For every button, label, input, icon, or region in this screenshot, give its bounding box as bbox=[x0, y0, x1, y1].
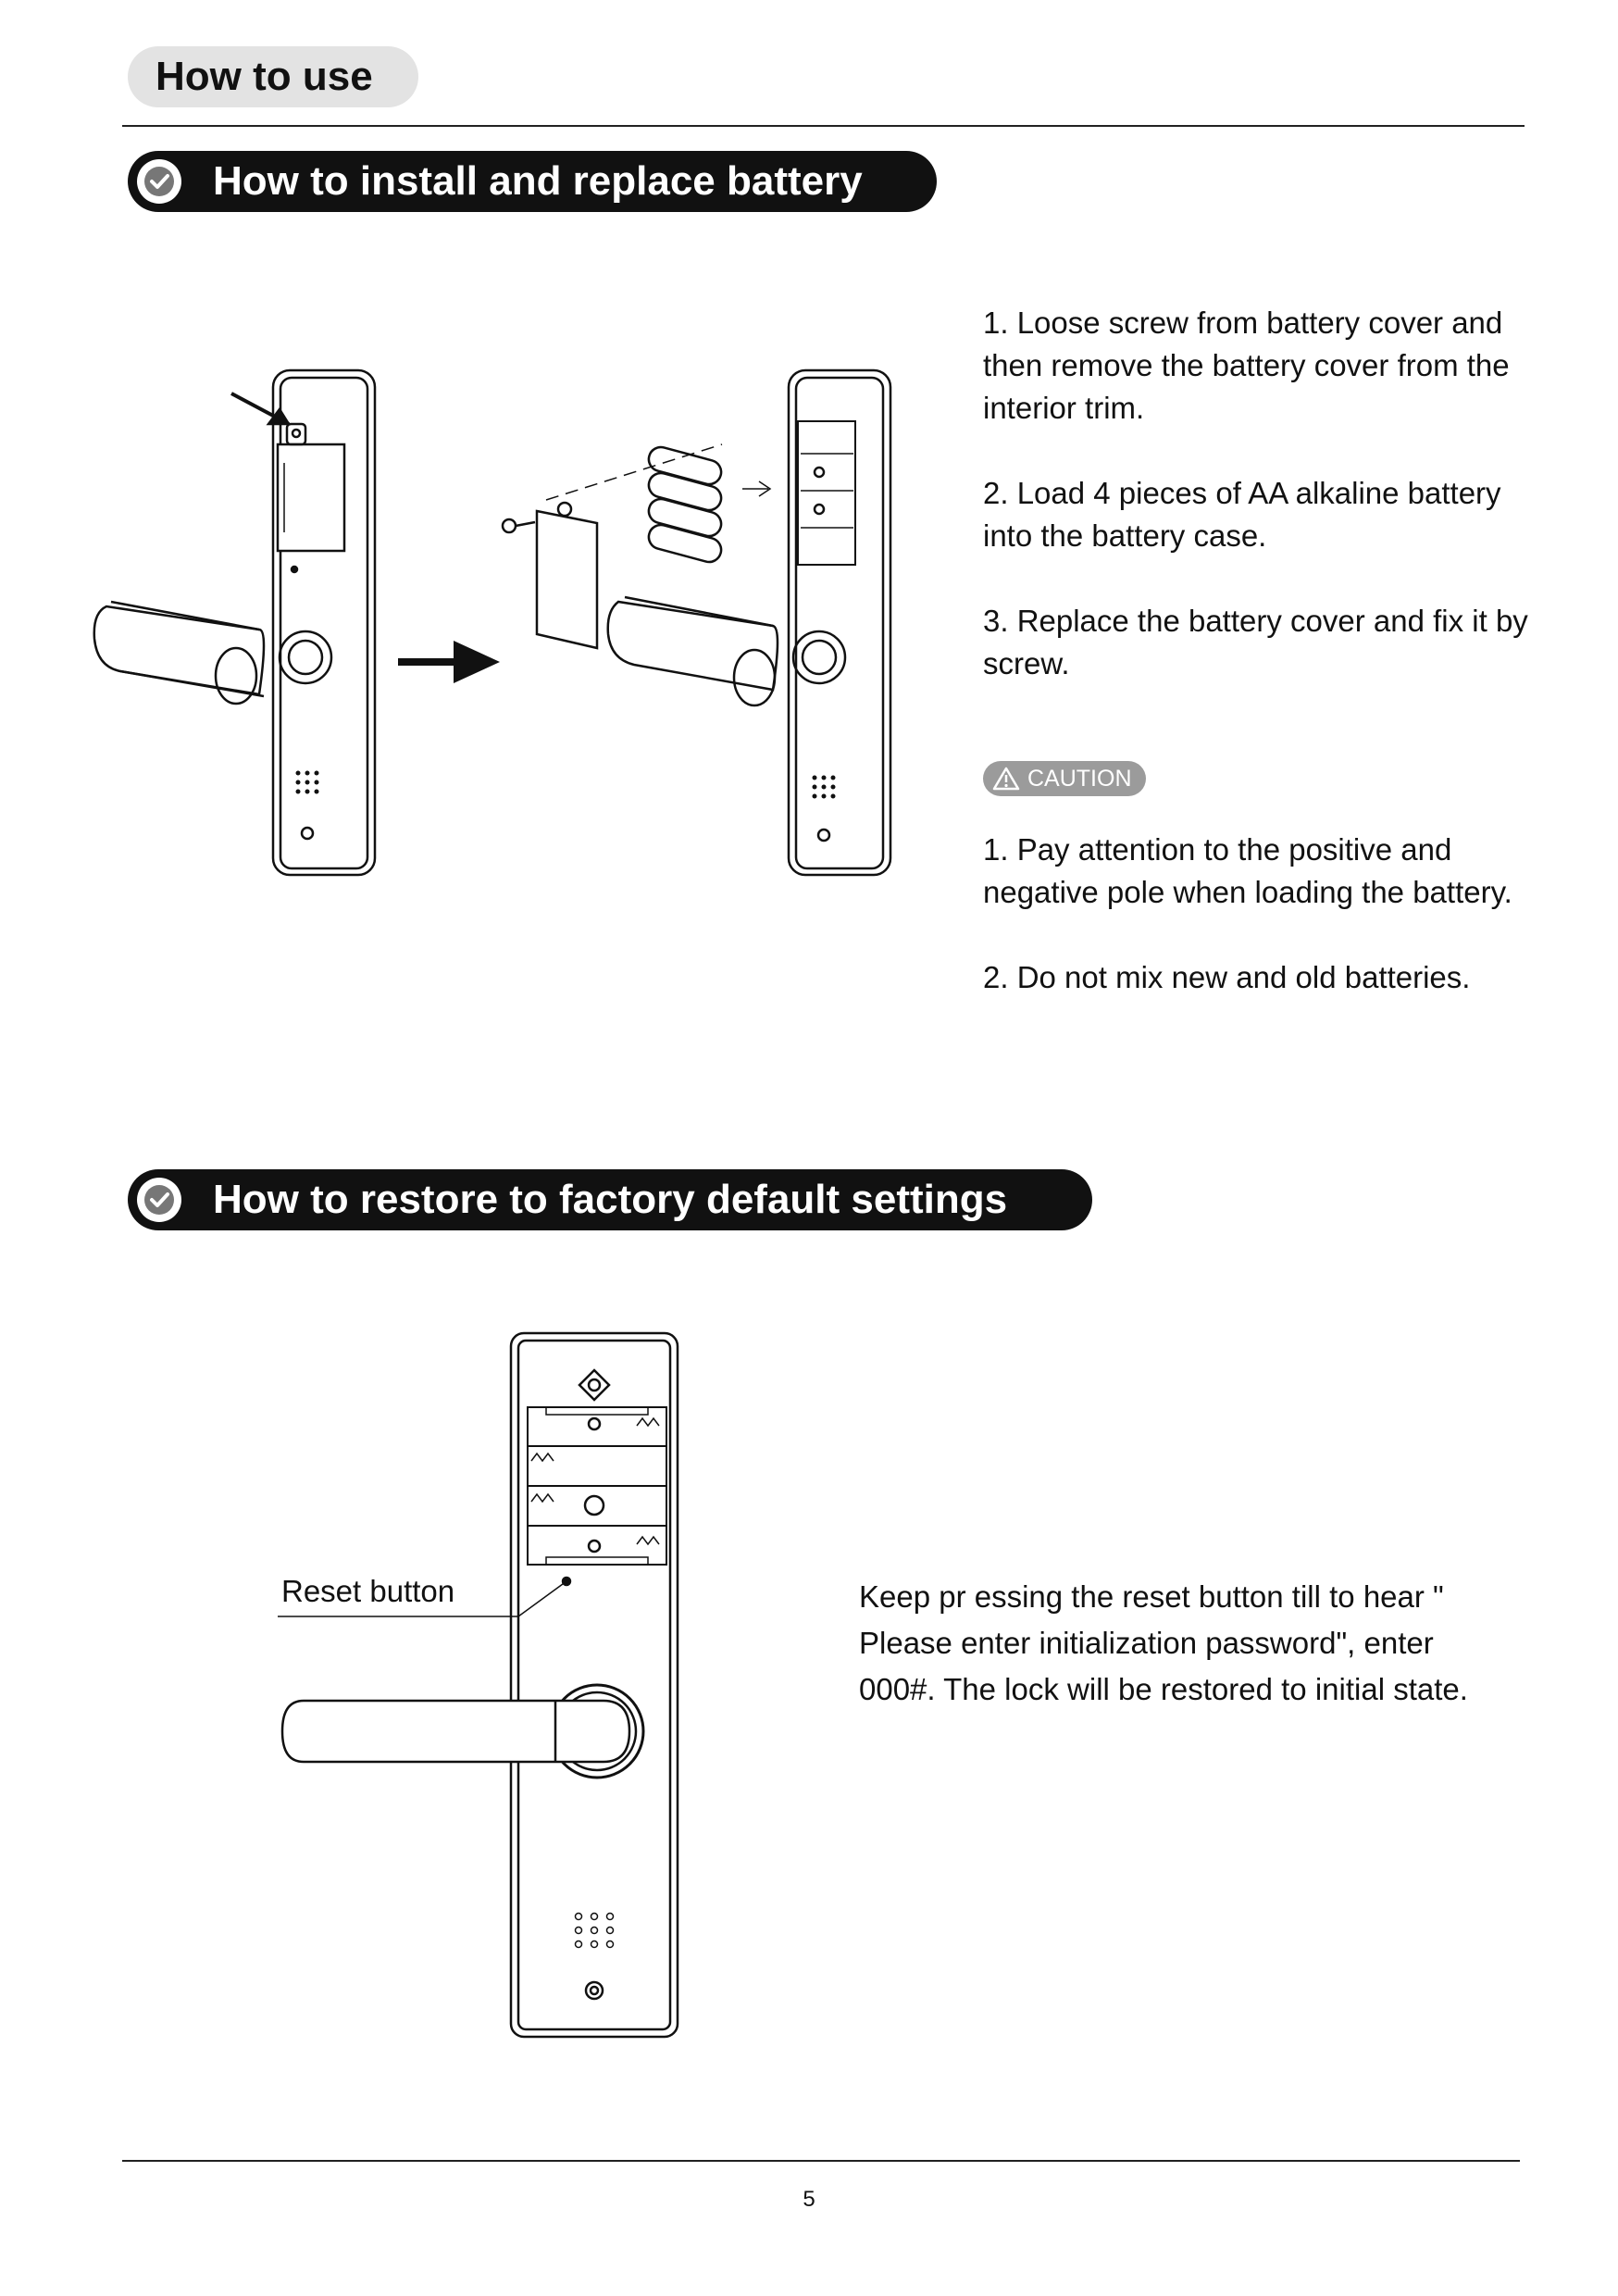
step-3: 3. Replace the battery cover and fix it … bbox=[983, 604, 1528, 680]
section-banner-battery: How to install and replace battery bbox=[128, 151, 937, 212]
reset-button-label: Reset button bbox=[281, 1574, 455, 1608]
section-banner-factory-reset: How to restore to factory default settin… bbox=[128, 1169, 1092, 1230]
caution-badge: CAUTION bbox=[983, 761, 1146, 796]
reset-callout-line bbox=[278, 1580, 567, 1617]
check-circle-icon bbox=[137, 159, 181, 204]
lock-body-left bbox=[271, 368, 377, 877]
header-divider bbox=[122, 125, 1525, 127]
lock-body-right bbox=[787, 368, 892, 877]
lock-handle bbox=[280, 1699, 631, 1764]
caution-item-2: 2. Do not mix new and old batteries. bbox=[983, 960, 1471, 994]
page-number: 5 bbox=[803, 2187, 815, 2212]
caution-label: CAUTION bbox=[1027, 765, 1132, 792]
caution-list: 1. Pay attention to the positive and neg… bbox=[983, 829, 1538, 999]
section-title: How to restore to factory default settin… bbox=[213, 1177, 1008, 1222]
check-circle-icon bbox=[137, 1178, 181, 1222]
factory-reset-instruction: Keep pr essing the reset button till to … bbox=[859, 1574, 1488, 1713]
lock-handle-left bbox=[93, 605, 266, 696]
battery-stack bbox=[647, 445, 723, 564]
footer-divider bbox=[122, 2160, 1520, 2162]
step-1: 1. Loose screw from battery cover and th… bbox=[983, 306, 1510, 425]
battery-steps: 1. Loose screw from battery cover and th… bbox=[983, 302, 1538, 685]
lock-body bbox=[509, 1331, 679, 2039]
section-title: How to install and replace battery bbox=[213, 158, 863, 204]
factory-reset-illustration bbox=[278, 1331, 679, 2039]
step-2: 2. Load 4 pieces of AA alkaline battery … bbox=[983, 476, 1501, 553]
caution-item-1: 1. Pay attention to the positive and neg… bbox=[983, 832, 1512, 909]
page-title: How to use bbox=[128, 46, 418, 107]
instruction-text: Keep pr essing the reset button till to … bbox=[859, 1579, 1468, 1706]
warning-triangle-icon bbox=[992, 767, 1020, 791]
battery-install-illustration bbox=[93, 368, 892, 877]
